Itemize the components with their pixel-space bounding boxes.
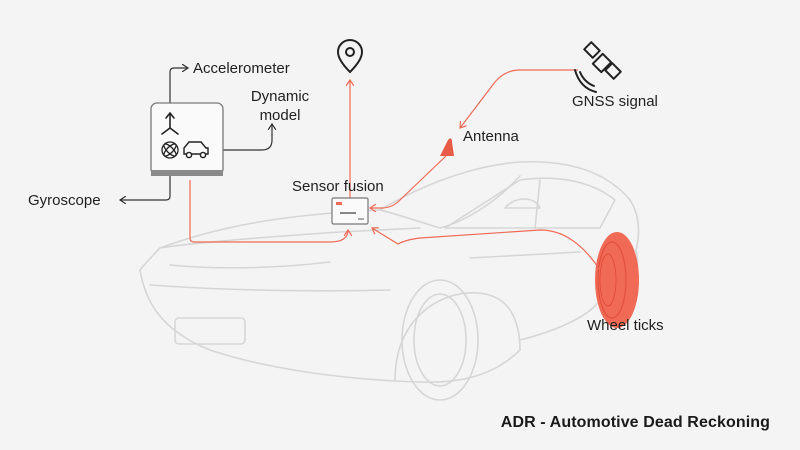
label-antenna: Antenna	[463, 128, 519, 145]
gyroscope-icon	[161, 141, 179, 159]
antenna-icon	[440, 138, 454, 156]
location-pin-icon	[336, 39, 364, 74]
line-to-gyroscope	[120, 160, 171, 200]
line-to-dynamic-model	[222, 124, 272, 151]
label-dynamic-model-line1: Dynamic	[250, 88, 310, 105]
label-sensor-fusion: Sensor fusion	[292, 178, 384, 195]
line-to-accelerometer	[169, 68, 188, 108]
label-dynamic-model-line2: model	[259, 107, 301, 124]
label-gnss-signal: GNSS signal	[572, 93, 658, 110]
line-wheel-to-fusion	[372, 228, 601, 271]
line-imu-to-fusion	[189, 180, 348, 243]
label-accelerometer: Accelerometer	[193, 60, 290, 77]
sensor-fusion-chip-icon	[331, 197, 369, 225]
line-antenna-to-fusion	[370, 155, 447, 208]
label-wheel-ticks: Wheel ticks	[587, 317, 664, 334]
line-gnss-to-antenna	[460, 69, 578, 128]
satellite-icon	[574, 41, 622, 93]
axes-icon	[161, 111, 179, 135]
imu-sensor-box	[150, 102, 224, 176]
car-outline	[139, 160, 640, 401]
car-icon	[183, 141, 209, 159]
wheel-highlight	[595, 232, 639, 328]
label-gyroscope: Gyroscope	[28, 192, 101, 209]
footer-title: ADR - Automotive Dead Reckoning	[500, 414, 770, 431]
